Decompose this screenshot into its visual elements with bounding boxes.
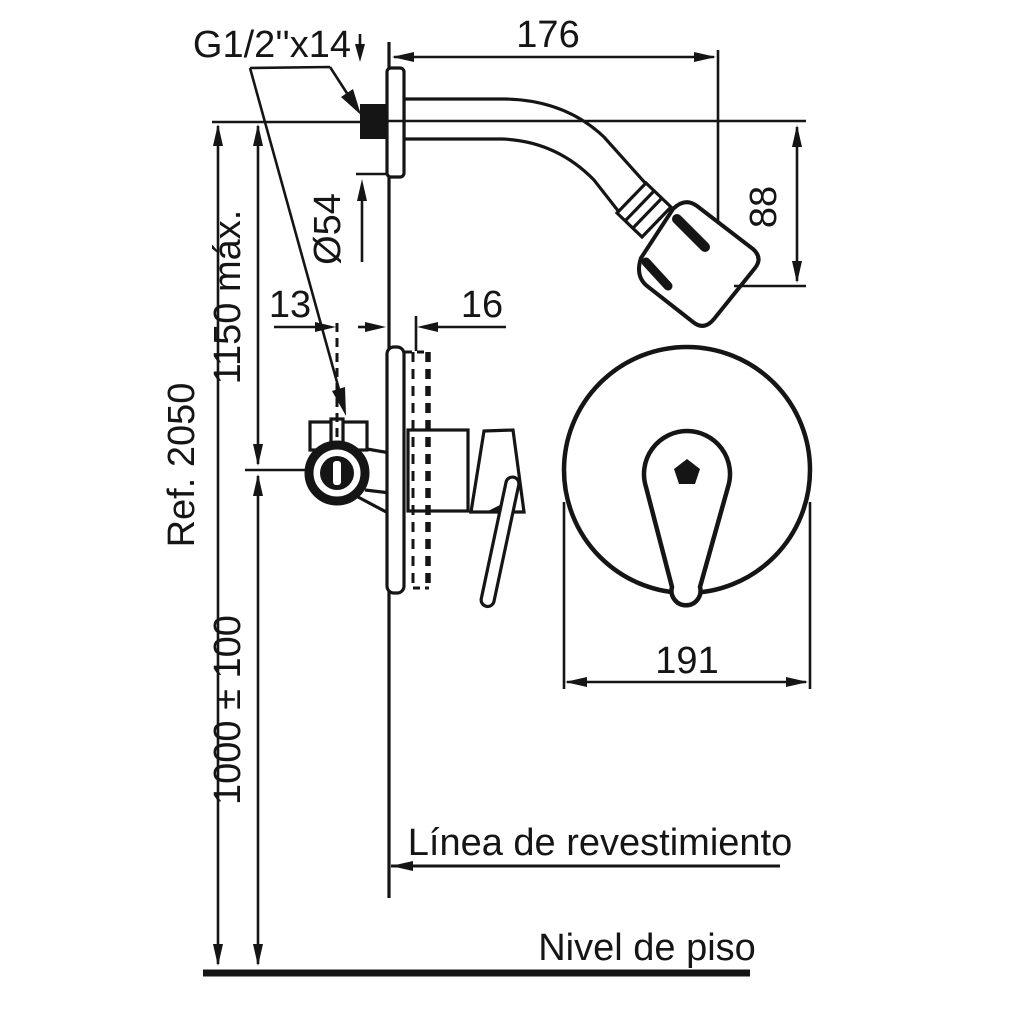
trim-front-view bbox=[561, 344, 813, 608]
dim-label-191: 191 bbox=[655, 640, 718, 682]
dim-shower-max-height: 1150 máx. bbox=[207, 124, 263, 466]
arrow-1150-top bbox=[253, 124, 263, 146]
shower-head bbox=[637, 200, 761, 328]
fitting-pointer-arrow bbox=[355, 44, 365, 62]
dim-label-1150: 1150 máx. bbox=[207, 210, 249, 385]
lever-screw bbox=[674, 459, 700, 484]
lining-line-callout: Línea de revestimiento bbox=[391, 822, 792, 871]
arrow-191-right bbox=[786, 677, 808, 687]
arrow-88-top bbox=[792, 125, 802, 147]
dim-arm-reach: 176 bbox=[392, 14, 716, 62]
handle-lever-side bbox=[479, 475, 521, 609]
arrow-88-bottom bbox=[792, 261, 802, 283]
shower-arm bbox=[402, 97, 650, 215]
head-nut bbox=[614, 180, 674, 240]
dim-label-1000: 1000 ± 100 bbox=[207, 615, 249, 805]
dim-label-13: 13 bbox=[269, 284, 311, 326]
arrow-176-left bbox=[392, 52, 414, 62]
dim-plate-diameter: 191 bbox=[565, 640, 808, 687]
dim-valve-height: 1000 ± 100 bbox=[207, 474, 263, 966]
arrow-13 bbox=[315, 322, 336, 332]
arm-flange bbox=[385, 66, 406, 179]
thread-leader-arrow-fitting bbox=[341, 89, 361, 115]
lever-front bbox=[641, 428, 733, 608]
dim-label-176: 176 bbox=[516, 14, 579, 56]
handle-indicator-mark bbox=[486, 505, 500, 512]
shower-head-slot-2 bbox=[641, 257, 673, 291]
arrow-ref-bottom bbox=[213, 944, 223, 966]
arrow-1150-bottom bbox=[253, 444, 263, 466]
lining-line-arrow bbox=[391, 861, 413, 871]
thread-spec-callout: G1/2''x14 bbox=[193, 24, 365, 416]
lining-zone-caps bbox=[405, 350, 429, 590]
arrow-16-left bbox=[365, 322, 386, 332]
arrow-191-left bbox=[565, 677, 587, 687]
dim-label-54: Ø54 bbox=[307, 193, 349, 265]
arrow-ref-top bbox=[213, 124, 223, 146]
mixer-valve-side-view bbox=[304, 345, 526, 609]
arrow-176-right bbox=[694, 52, 716, 62]
thread-leader-arrow-valve bbox=[332, 387, 346, 416]
lining-zone-dashed bbox=[405, 350, 431, 590]
floor-level-label: Nivel de piso bbox=[538, 927, 756, 969]
arrow-1000-top bbox=[253, 474, 263, 496]
arrow-54 bbox=[357, 179, 367, 201]
lining-line-label: Línea de revestimiento bbox=[408, 822, 792, 864]
dim-label-ref: Ref. 2050 bbox=[161, 383, 203, 548]
head-nut-bands bbox=[623, 189, 664, 230]
extension-lines bbox=[212, 50, 812, 689]
valve-core-slot bbox=[333, 461, 341, 485]
dim-head-height: 88 bbox=[743, 125, 802, 283]
arrow-16-right bbox=[417, 322, 438, 332]
dim-label-88: 88 bbox=[743, 186, 785, 228]
dim-recess-min: 13 bbox=[269, 284, 336, 332]
dim-flange-diameter: Ø54 bbox=[307, 179, 367, 265]
shower-arm-assembly bbox=[360, 66, 761, 328]
dimensions: 176 88 Ø54 13 16 bbox=[161, 14, 812, 969]
dim-recess-max: 16 bbox=[358, 284, 506, 332]
dim-reference-total: Ref. 2050 bbox=[161, 124, 223, 966]
wall-union-fitting bbox=[360, 104, 389, 139]
thread-spec-label: G1/2''x14 bbox=[193, 24, 351, 66]
shower-head-slot-1 bbox=[672, 214, 710, 252]
dim-label-16: 16 bbox=[461, 284, 503, 326]
trim-plate-side bbox=[385, 345, 406, 595]
arrow-1000-bottom bbox=[253, 944, 263, 966]
cartridge-housing bbox=[406, 428, 470, 513]
